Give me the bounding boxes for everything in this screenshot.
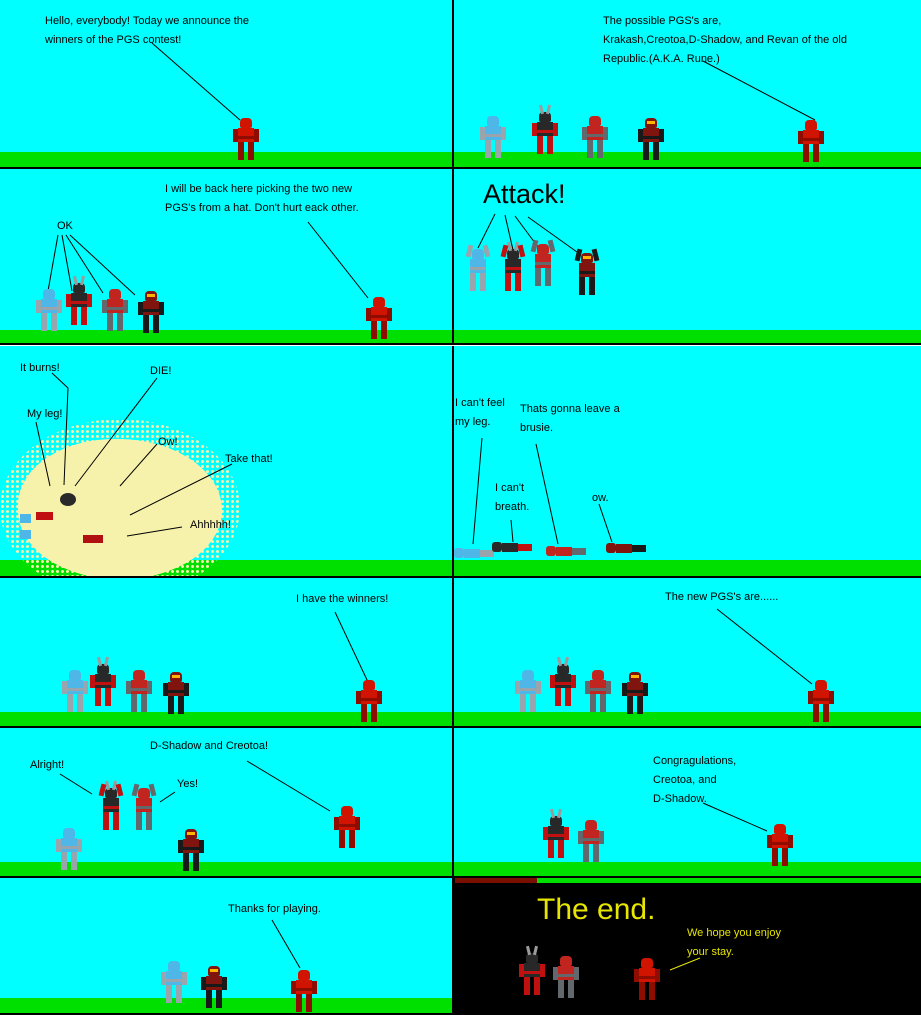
sprite-creotoa	[131, 783, 157, 830]
label-cant-breath: I can't breath.	[495, 482, 530, 513]
ground	[454, 330, 921, 343]
caption: I will be back here picking the two new …	[165, 183, 359, 214]
sprite-revan	[622, 672, 648, 714]
sprite-krakash	[515, 670, 541, 712]
caption: The new PGS's are......	[665, 591, 779, 603]
panel-2: The possible PGS's are, Krakash,Creotoa,…	[454, 0, 921, 169]
sprite-announcer	[798, 120, 824, 162]
sprite-announcer	[233, 118, 259, 160]
panel-7: I have the winners!	[0, 578, 454, 728]
sprite-announcer	[808, 680, 834, 722]
maroon-edge	[455, 878, 537, 883]
sprite-creotoa	[553, 956, 579, 998]
sprite-krakash	[465, 244, 491, 291]
panel-12: The end. We hope you enjoy your stay.	[454, 878, 921, 1015]
ground	[0, 712, 452, 726]
sprite-dshadow	[66, 275, 92, 325]
end-title: The end.	[537, 893, 656, 926]
caption: D-Shadow and Creotoa!	[150, 740, 269, 752]
label-yes: Yes!	[177, 778, 199, 790]
label-take-that: Take that!	[225, 453, 273, 465]
sprite-creotoa	[530, 239, 556, 286]
caption: The possible PGS's are, Krakash,Creotoa,…	[603, 15, 847, 65]
sprite-dshadow	[532, 104, 558, 154]
label-ow: ow.	[592, 492, 609, 504]
ground	[454, 862, 921, 876]
sprite-creotoa	[585, 670, 611, 712]
debris-head	[60, 493, 76, 506]
panel-6: I can't feel my leg. Thats gonna leave a…	[454, 346, 921, 578]
sprite-revan	[178, 829, 204, 871]
sprite-creotoa	[582, 116, 608, 158]
sprite-announcer	[356, 680, 382, 722]
sprite-dshadow	[519, 945, 545, 995]
label-die: DIE!	[150, 365, 172, 377]
sprite-krakash	[480, 116, 506, 158]
panel-4: Attack!	[454, 169, 921, 345]
ground	[0, 330, 452, 343]
sprite-dshadow	[543, 808, 569, 858]
caption: Congragulations, Creotoa, and D-Shadow.	[653, 755, 737, 805]
explosion-core	[18, 439, 222, 576]
sprite-dshadow	[98, 780, 124, 830]
debris-red-limb	[36, 512, 53, 520]
sprite-announcer	[334, 806, 360, 848]
panel-3: I will be back here picking the two new …	[0, 169, 454, 345]
sprite-revan	[138, 291, 164, 333]
sprite-krakash	[62, 670, 88, 712]
sprite-dshadow	[500, 241, 526, 291]
label-my-leg: My leg!	[27, 408, 63, 420]
label-alright: Alright!	[30, 759, 65, 771]
sprite-revan-fallen	[606, 539, 646, 555]
sprite-creotoa-fallen	[546, 542, 586, 558]
label-brusie: Thats gonna leave a brusie.	[520, 403, 620, 434]
sprite-dshadow-fallen	[492, 538, 532, 554]
sprite-krakash	[36, 289, 62, 331]
ground	[454, 152, 921, 167]
ground	[0, 998, 452, 1013]
debris-blue-limb	[20, 530, 31, 539]
panel-10: Congragulations, Creotoa, and D-Shadow.	[454, 728, 921, 878]
label-ahhhhh: Ahhhhh!	[190, 519, 231, 531]
sprite-krakash-fallen	[454, 544, 494, 560]
sprite-creotoa	[126, 670, 152, 712]
sprite-dshadow	[90, 656, 116, 706]
sprite-announcer	[634, 958, 660, 1000]
ground	[0, 862, 452, 876]
ground	[454, 560, 921, 576]
debris-blue-limb	[20, 514, 31, 523]
caption: I have the winners!	[296, 593, 389, 605]
sprite-dshadow	[550, 656, 576, 706]
sprite-announcer	[366, 297, 392, 339]
sprite-announcer	[767, 824, 793, 866]
grass-sliver	[537, 878, 921, 883]
label-ow: Ow!	[158, 436, 178, 448]
panel-8: The new PGS's are......	[454, 578, 921, 728]
panel-5: It burns! DIE! My leg! Ow! Take that! Ah…	[0, 346, 454, 578]
ground	[0, 152, 452, 167]
sprite-revan	[574, 248, 600, 295]
ok-label: OK	[57, 220, 73, 232]
ground	[454, 712, 921, 726]
debris-red-limb	[83, 535, 103, 543]
attack-shout: Attack!	[483, 179, 566, 209]
panel-9: D-Shadow and Creotoa! Alright! Yes!	[0, 728, 454, 878]
sprite-krakash	[56, 828, 82, 870]
caption: Thanks for playing.	[228, 903, 321, 915]
caption: Hello, everybody! Today we announce the …	[45, 15, 250, 46]
sprite-krakash	[161, 961, 187, 1003]
panel-11: Thanks for playing.	[0, 878, 454, 1015]
sprite-creotoa	[578, 820, 604, 862]
sprite-creotoa	[102, 289, 128, 331]
sprite-revan	[163, 672, 189, 714]
label-cant-feel: I can't feel my leg.	[455, 397, 505, 428]
end-tagline: We hope you enjoy your stay.	[687, 927, 781, 958]
sprite-revan	[201, 966, 227, 1008]
label-it-burns: It burns!	[20, 362, 60, 374]
panel-1: Hello, everybody! Today we announce the …	[0, 0, 454, 169]
sprite-announcer	[291, 970, 317, 1012]
sprite-revan	[638, 118, 664, 160]
